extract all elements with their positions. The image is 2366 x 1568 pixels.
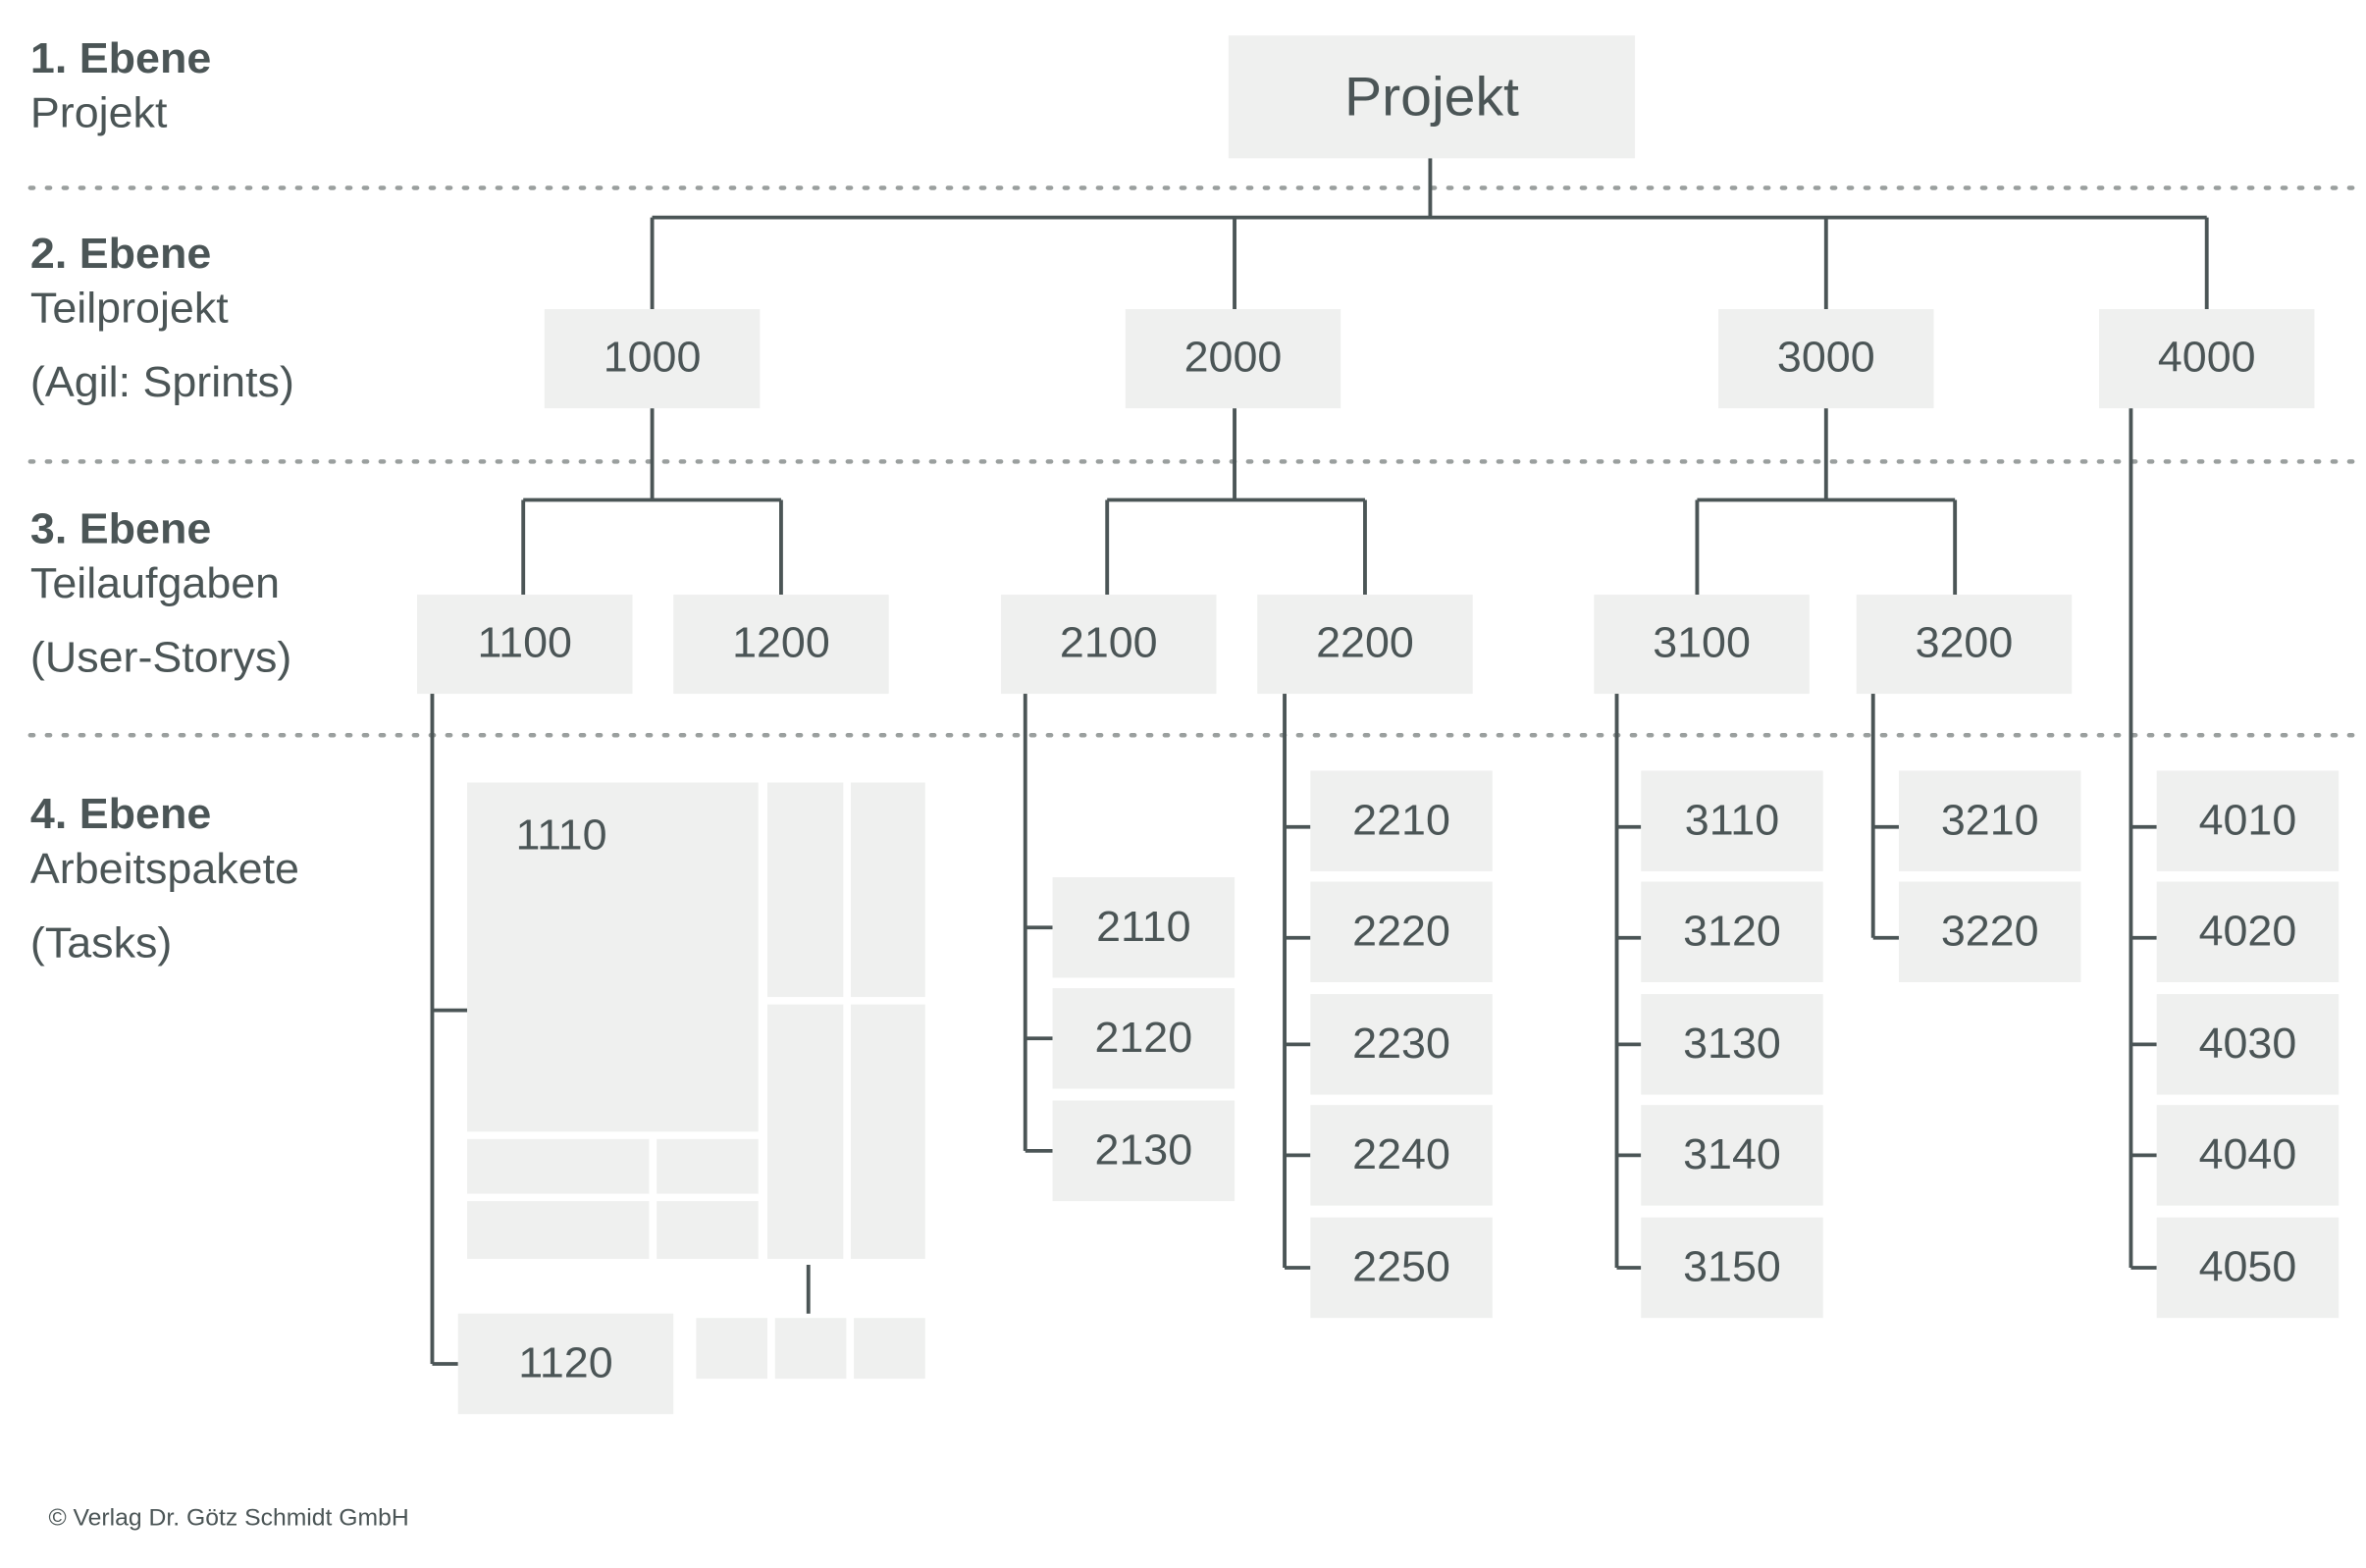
workpackage-node: 4020: [2156, 881, 2340, 983]
level-name: Teilaufgaben: [29, 560, 281, 608]
level-name: Projekt: [29, 89, 168, 138]
subtask-node: 3100: [1594, 595, 1810, 695]
workpackage-tile: [467, 1138, 650, 1194]
workpackage-tile: [851, 1004, 925, 1259]
subtask-node: 1100: [417, 595, 633, 695]
workpackage-node: 3130: [1641, 994, 1823, 1095]
workpackage-node: 1120: [457, 1313, 674, 1415]
level-label-2: 2. Ebene Teilprojekt (Agil: Sprints): [30, 228, 294, 411]
workpackage-node: 3140: [1641, 1105, 1823, 1206]
workpackage-node: 3120: [1641, 881, 1823, 983]
copyright-notice: © Verlag Dr. Götz Schmidt GmbH: [48, 1505, 409, 1532]
subtask-node: 2100: [1001, 595, 1217, 695]
level-name: Arbeitspakete: [29, 846, 299, 894]
workpackage-node: 1110: [467, 782, 759, 1132]
workpackage-node: 2110: [1052, 876, 1236, 978]
level-number: 2. Ebene: [29, 231, 212, 279]
subproject-node: 4000: [2098, 309, 2315, 409]
workpackage-node: 3110: [1641, 770, 1823, 871]
workpackage-tile: [854, 1318, 925, 1380]
workpackage-node: 2240: [1310, 1105, 1493, 1206]
workpackage-tile: [767, 1004, 844, 1259]
workpackage-node: 2130: [1052, 1100, 1236, 1202]
workpackage-tile: [467, 1201, 650, 1259]
workpackage-node: 4010: [2156, 770, 2340, 871]
level-label-3: 3. Ebene Teilaufgaben (User-Storys): [30, 503, 291, 687]
subproject-node: 2000: [1125, 309, 1341, 409]
level-label-4: 4. Ebene Arbeitspakete (Tasks): [30, 789, 299, 972]
level-number: 3. Ebene: [29, 505, 212, 553]
workpackage-tile: [657, 1138, 759, 1194]
workpackage-node: 2210: [1310, 770, 1493, 871]
workpackage-node: 2220: [1310, 881, 1493, 983]
subproject-node: 1000: [544, 309, 761, 409]
workpackage-tile: [696, 1318, 768, 1380]
workpackage-node: 3150: [1641, 1217, 1823, 1319]
level-subtitle: (Agil: Sprints): [29, 359, 294, 407]
workpackage-node: 2120: [1052, 988, 1236, 1089]
workpackage-node: 3220: [1898, 881, 2081, 983]
workpackage-tile: [851, 782, 925, 998]
workpackage-node: 2230: [1310, 994, 1493, 1095]
workpackage-node: 3210: [1898, 770, 2081, 871]
workpackage-node: 4040: [2156, 1105, 2340, 1206]
level-number: 1. Ebene: [29, 35, 212, 83]
workpackage-tile: [767, 782, 844, 998]
level-subtitle: (User-Storys): [29, 634, 292, 682]
workpackage-node: 4030: [2156, 994, 2340, 1095]
subproject-node: 3000: [1718, 309, 1934, 409]
workpackage-node: 4050: [2156, 1217, 2340, 1319]
level-name: Teilprojekt: [29, 285, 229, 334]
subtask-node: 3200: [1856, 595, 2073, 695]
subtask-node: 1200: [673, 595, 889, 695]
level-label-1: 1. Ebene Projekt: [30, 32, 211, 142]
workpackage-node: 2250: [1310, 1217, 1493, 1319]
subtask-node: 2200: [1257, 595, 1473, 695]
level-number: 4. Ebene: [29, 791, 212, 839]
workpackage-tile: [657, 1201, 759, 1259]
project-node: Projekt: [1228, 35, 1636, 159]
workpackage-tile: [774, 1318, 847, 1380]
level-subtitle: (Tasks): [29, 919, 173, 967]
